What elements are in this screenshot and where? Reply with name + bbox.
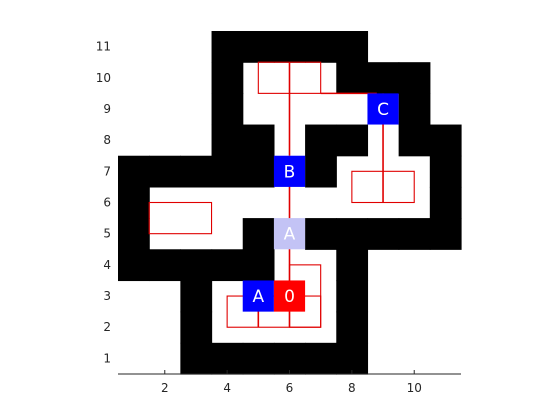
wall-cell — [273, 31, 306, 63]
wall-cell — [211, 124, 244, 157]
node-label: A — [284, 225, 296, 245]
wall-cell — [305, 218, 337, 250]
wall-cell — [242, 249, 275, 282]
wall-cell — [336, 124, 369, 157]
wall-cell — [242, 155, 275, 188]
wall-cell — [336, 249, 369, 282]
wall-cell — [336, 218, 369, 250]
x-tick-label: 10 — [407, 381, 422, 395]
node-start-cell — [273, 280, 306, 312]
y-tick-label: 9 — [103, 102, 111, 116]
wall-cell — [367, 218, 400, 250]
wall-cell — [336, 342, 369, 375]
y-tick-label: 8 — [103, 133, 111, 147]
node-node-cell — [273, 155, 306, 187]
wall-cell — [211, 31, 244, 63]
wall-cell — [149, 155, 181, 188]
node-faded_node-cell — [273, 218, 306, 250]
wall-cell — [398, 62, 431, 94]
wall-cell — [242, 218, 275, 250]
wall-cell — [305, 124, 337, 157]
wall-cell — [242, 31, 275, 63]
wall-cell — [398, 124, 431, 157]
node-label: B — [284, 162, 296, 182]
wall-cell — [211, 155, 244, 188]
wall-cell — [180, 155, 213, 188]
wall-cell — [149, 249, 181, 282]
wall-cell — [305, 342, 337, 375]
node-node-cell — [242, 280, 274, 312]
node-label: C — [377, 100, 389, 120]
wall-cell — [211, 249, 244, 282]
wall-cell — [180, 280, 213, 313]
wall-cell — [398, 218, 431, 250]
y-tick-label: 1 — [103, 351, 111, 365]
wall-cell — [118, 155, 150, 188]
path-loop — [148, 201, 213, 235]
wall-cell — [305, 31, 337, 63]
wall-cell — [211, 62, 244, 94]
wall-cell — [118, 218, 150, 250]
wall-cell — [180, 342, 213, 375]
node-label: A — [252, 287, 264, 307]
wall-cell — [336, 62, 369, 94]
wall-cell — [242, 342, 275, 375]
x-tick-label: 6 — [286, 381, 294, 395]
wall-cell — [305, 155, 337, 188]
x-tick-label: 2 — [161, 381, 169, 395]
wall-cell — [398, 93, 431, 126]
x-tick-label: 4 — [223, 381, 231, 395]
wall-cell — [367, 62, 400, 94]
wall-cell — [211, 342, 244, 375]
wall-cell — [429, 155, 462, 188]
wall-cell — [180, 311, 213, 344]
wall-cell — [429, 218, 462, 250]
wall-cell — [336, 311, 369, 344]
wall-cell — [118, 249, 150, 282]
y-tick-label: 3 — [103, 289, 111, 303]
wall-cell — [336, 280, 369, 313]
y-tick-label: 2 — [103, 320, 111, 334]
y-tick-label: 11 — [96, 40, 111, 54]
wall-cell — [118, 186, 150, 219]
y-tick-label: 4 — [103, 258, 111, 272]
wall-cell — [336, 31, 369, 63]
y-tick-label: 10 — [96, 71, 111, 85]
node-label: 0 — [284, 287, 295, 307]
wall-cell — [242, 124, 275, 157]
y-tick-label: 7 — [103, 164, 111, 178]
wall-cell — [180, 249, 213, 282]
node-node-cell — [367, 93, 399, 125]
wall-cell — [429, 124, 462, 157]
x-tick-label: 8 — [348, 381, 356, 395]
wall-cell — [273, 342, 306, 375]
wall-cell — [429, 186, 462, 219]
y-tick-label: 5 — [103, 227, 111, 241]
map-cells — [118, 31, 462, 375]
wall-cell — [211, 93, 244, 126]
y-tick-label: 6 — [103, 196, 111, 210]
